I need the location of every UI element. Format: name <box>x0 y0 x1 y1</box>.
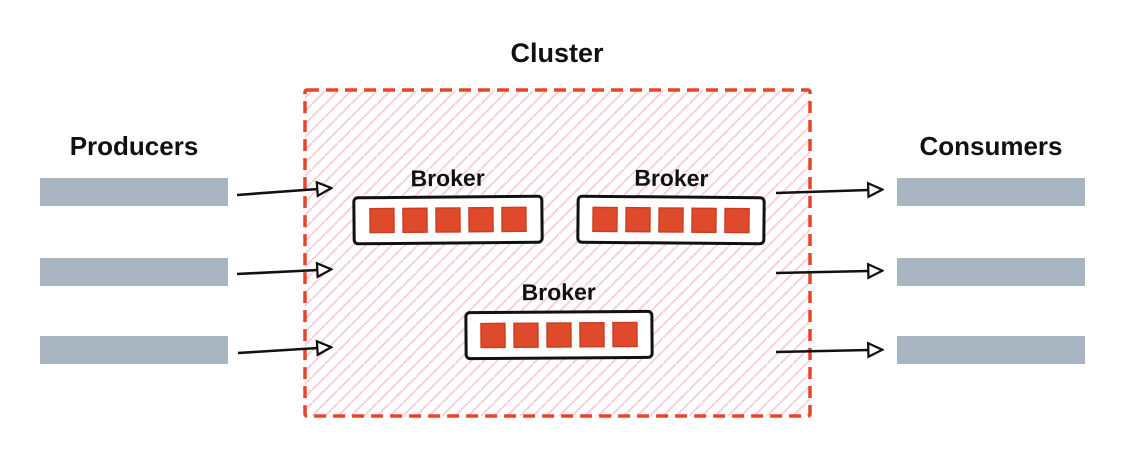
partition-square <box>625 206 651 233</box>
consumer-arrow <box>775 350 869 352</box>
producer-arrow <box>237 348 318 353</box>
cluster-title: Cluster <box>510 38 604 68</box>
producer-bar <box>40 336 228 364</box>
partition-square <box>691 207 717 234</box>
producer-arrows <box>236 189 318 353</box>
broker-3: Broker <box>464 279 654 361</box>
partition-square <box>369 207 395 234</box>
producers-group <box>40 178 228 364</box>
cluster-boundary-box <box>303 88 812 418</box>
producers-label: Producers <box>70 131 199 161</box>
partition-square <box>724 207 750 234</box>
consumers-group <box>897 178 1085 364</box>
consumer-arrow <box>775 271 869 273</box>
partition-square <box>612 321 638 348</box>
consumer-arrow <box>775 190 869 193</box>
partition-square <box>513 322 539 349</box>
partition-square <box>658 207 684 233</box>
broker-2-partitions <box>592 206 750 234</box>
partition-square <box>501 206 527 233</box>
consumer-bar <box>897 258 1085 286</box>
broker-1-partitions <box>369 206 527 234</box>
partition-square <box>468 206 494 233</box>
partition-square <box>402 207 428 234</box>
consumer-arrows <box>775 190 869 352</box>
partition-square <box>579 321 605 348</box>
producer-arrow <box>236 270 318 274</box>
partition-square <box>592 206 618 233</box>
partition-square <box>480 322 506 349</box>
broker-1: Broker <box>352 165 544 246</box>
broker-1-label: Broker <box>410 165 484 192</box>
broker-2: Broker <box>576 165 766 246</box>
partition-square <box>435 207 461 233</box>
consumers-label: Consumers <box>919 131 1062 161</box>
producer-bar <box>40 178 228 206</box>
broker-3-label: Broker <box>522 279 596 306</box>
producer-arrow <box>236 189 318 195</box>
consumer-bar <box>897 178 1085 206</box>
broker-3-partitions <box>480 321 638 349</box>
broker-2-label: Broker <box>634 165 708 192</box>
partition-square <box>546 322 572 348</box>
consumer-bar <box>897 336 1085 364</box>
producer-bar <box>40 258 228 286</box>
